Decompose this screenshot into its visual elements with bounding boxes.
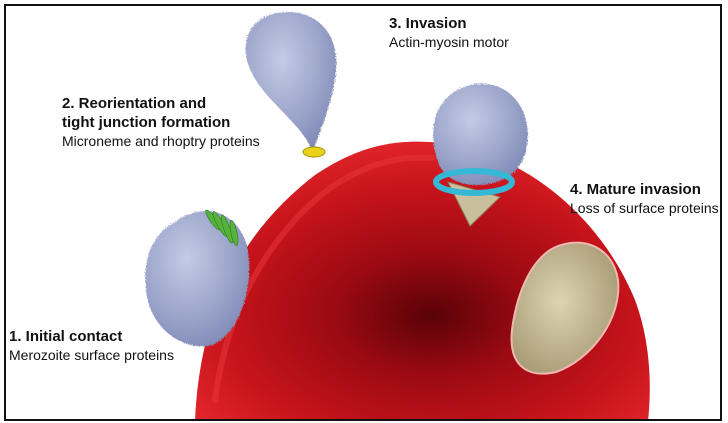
step-3-subtitle: Actin-myosin motor bbox=[389, 34, 509, 52]
step-3-label: 3. Invasion Actin-myosin motor bbox=[389, 15, 509, 51]
step-2-subtitle: Microneme and rhoptry proteins bbox=[62, 133, 260, 151]
step-4-subtitle: Loss of surface proteins bbox=[570, 200, 719, 218]
step-1-subtitle: Merozoite surface proteins bbox=[9, 347, 174, 365]
step-1-title: 1. Initial contact bbox=[9, 328, 174, 347]
step-4-label: 4. Mature invasion Loss of surface prote… bbox=[570, 181, 719, 217]
step-2-title-line-2: tight junction formation bbox=[62, 114, 260, 133]
merozoite-initial-contact bbox=[145, 208, 249, 346]
tight-junction-ring-yellow bbox=[303, 147, 325, 157]
step-2-title-line-1: 2. Reorientation and bbox=[62, 95, 260, 114]
step-2-label: 2. Reorientation and tight junction form… bbox=[62, 95, 260, 150]
step-3-title: 3. Invasion bbox=[389, 15, 509, 34]
step-1-label: 1. Initial contact Merozoite surface pro… bbox=[9, 328, 174, 364]
step-4-title: 4. Mature invasion bbox=[570, 181, 719, 200]
